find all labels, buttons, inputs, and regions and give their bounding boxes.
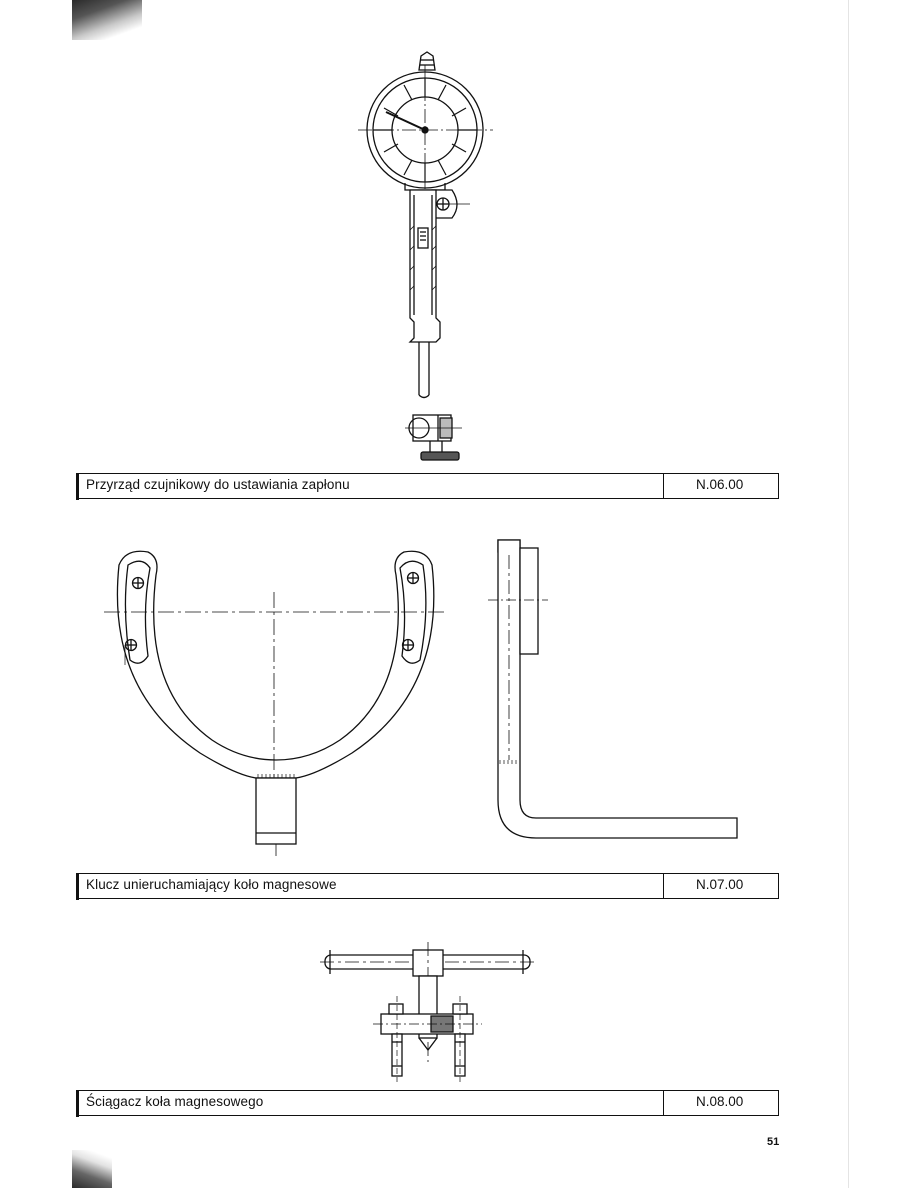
figure-caption-2: Klucz unieruchamiający koło magnesowe N.… [76,873,779,900]
wheel-puller-drawing [320,942,538,1082]
figure-code: N.08.00 [696,1094,744,1109]
dial-indicator-drawing [358,51,493,461]
scan-shadow-bottom-left [72,1150,112,1188]
caption-divider [777,474,779,498]
caption-divider [663,1091,665,1115]
page-edge-line [848,0,849,1188]
caption-rule-mark [76,473,79,500]
figure-code: N.06.00 [696,477,744,492]
scan-shadow-top-left [72,0,142,40]
figure-code: N.07.00 [696,877,744,892]
locking-wrench-drawing [104,539,738,856]
caption-divider [777,874,779,898]
page-number: 51 [767,1136,780,1148]
figure-caption-3: Ściągacz koła magnesowego N.08.00 [76,1090,779,1117]
caption-divider [777,1091,779,1115]
caption-rule-mark [76,873,79,900]
figure-caption-1: Przyrząd czujnikowy do ustawiania zapłon… [76,473,779,500]
caption-rule-mark [76,1090,79,1117]
figure-title: Ściągacz koła magnesowego [86,1094,264,1109]
figure-title: Przyrząd czujnikowy do ustawiania zapłon… [86,477,350,492]
figure-title: Klucz unieruchamiający koło magnesowe [86,877,337,892]
caption-divider [663,474,665,498]
caption-divider [663,874,665,898]
